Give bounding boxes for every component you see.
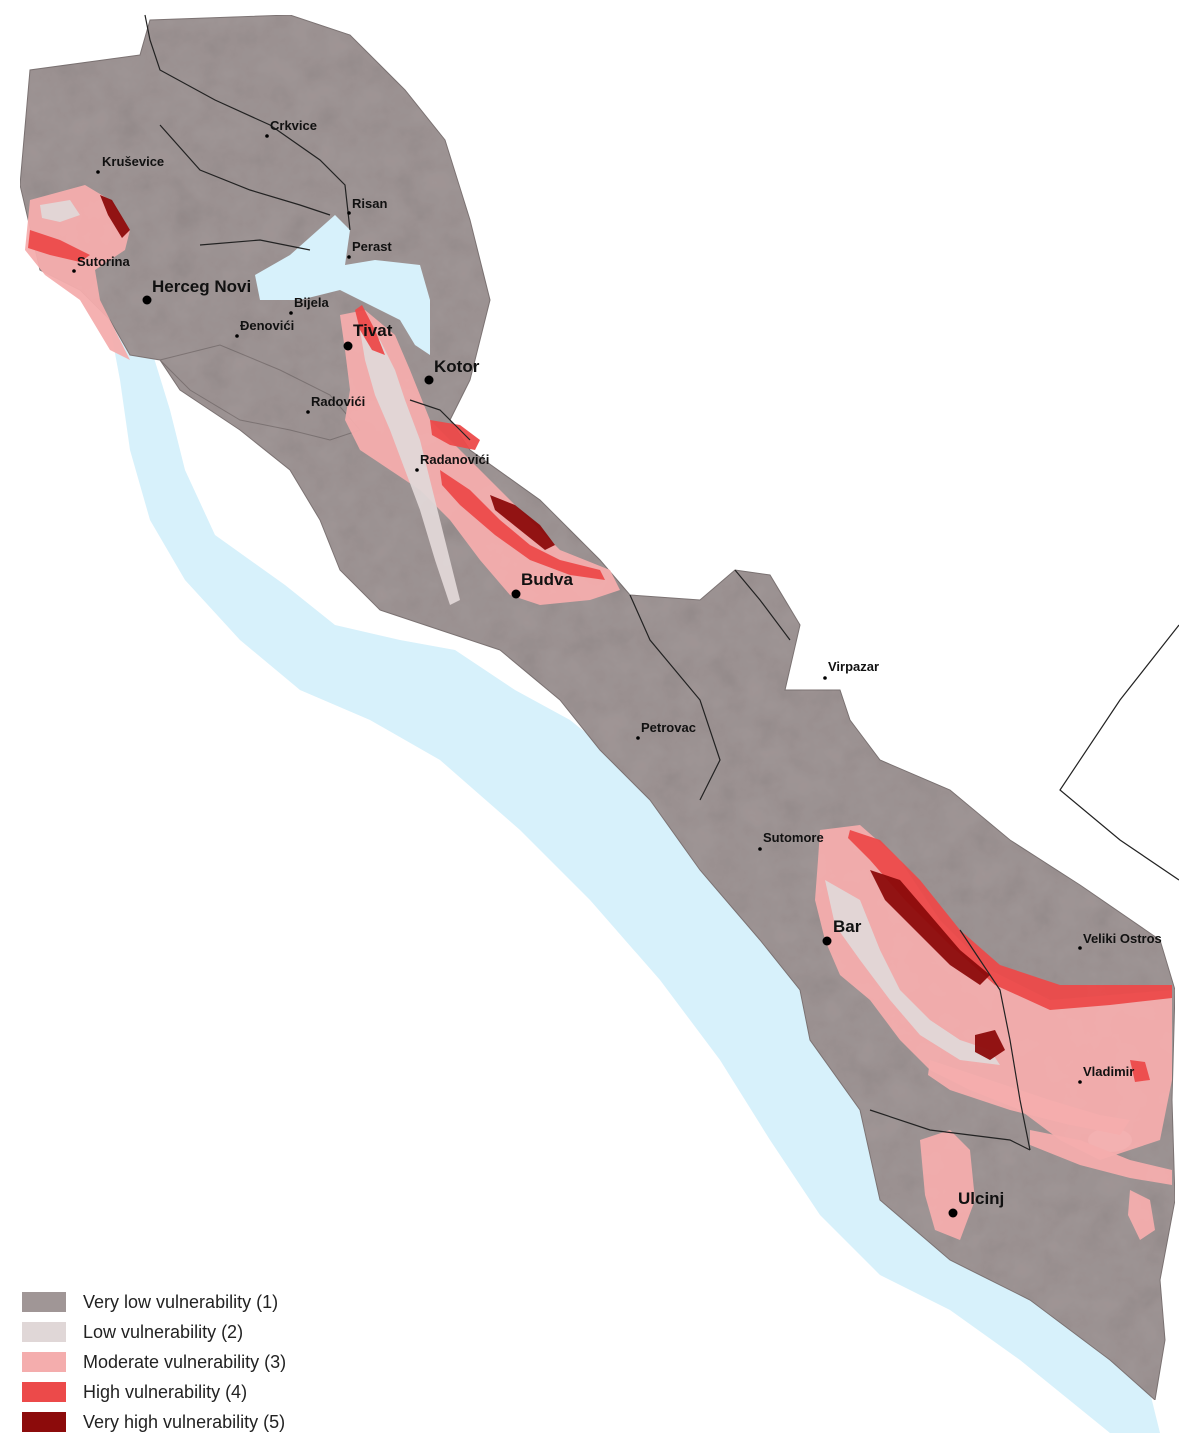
- zone-moderate: [920, 1130, 975, 1240]
- zone-high: [430, 420, 480, 450]
- place-label-tivat: Tivat: [353, 321, 393, 340]
- legend-item-high: High vulnerability (4): [22, 1377, 342, 1407]
- place-marker-ulcinj: [948, 1208, 958, 1218]
- place-marker-kotor: [424, 375, 434, 385]
- place-marker-vladimir: [1078, 1080, 1082, 1084]
- place-marker-petrovac: [636, 736, 640, 740]
- legend-label: High vulnerability (4): [83, 1381, 248, 1402]
- place-marker-veliki-ostros: [1078, 946, 1082, 950]
- zone-low: [40, 200, 80, 222]
- place-label-risan: Risan: [352, 196, 387, 211]
- place-marker-crkvice: [265, 134, 269, 138]
- place-label-petrovac: Petrovac: [641, 720, 696, 735]
- place-marker-sutomore: [758, 847, 762, 851]
- place-labels: CrkviceKruševiceRisanPerastSutorinaHerce…: [72, 118, 1162, 1218]
- place-marker-krusevice: [96, 170, 100, 174]
- zone-moderate: [340, 310, 620, 605]
- place-label-ulcinj: Ulcinj: [958, 1189, 1004, 1208]
- zone-very-high: [490, 495, 555, 550]
- zone-very-high: [100, 195, 130, 238]
- place-marker-denovici: [235, 334, 239, 338]
- place-label-radovici: Radovići: [311, 394, 365, 409]
- legend-swatch: [22, 1322, 66, 1342]
- legend-label: Low vulnerability (2): [83, 1321, 244, 1342]
- legend-swatch: [22, 1352, 66, 1372]
- place-label-vladimir: Vladimir: [1083, 1064, 1134, 1079]
- zone-low: [825, 880, 1000, 1065]
- place-marker-radanovici: [415, 468, 419, 472]
- place-label-bijela: Bijela: [294, 295, 329, 310]
- vulnerability-zones: [25, 185, 1172, 1240]
- place-marker-radovici: [306, 410, 310, 414]
- place-marker-virpazar: [823, 676, 827, 680]
- legend-label: Moderate vulnerability (3): [83, 1351, 287, 1372]
- place-label-virpazar: Virpazar: [828, 659, 879, 674]
- zone-moderate: [1030, 1130, 1172, 1185]
- zone-moderate: [25, 185, 130, 360]
- legend-item-moderate: Moderate vulnerability (3): [22, 1347, 342, 1377]
- land-very-low: [19, 14, 1176, 1401]
- zone-high: [355, 305, 385, 355]
- place-label-sutomore: Sutomore: [763, 830, 824, 845]
- legend-item-very-low: Very low vulnerability (1): [22, 1287, 342, 1317]
- legend-item-low: Low vulnerability (2): [22, 1317, 342, 1347]
- place-label-crkvice: Crkvice: [270, 118, 317, 133]
- zone-moderate: [928, 1060, 1130, 1135]
- zone-high: [28, 230, 90, 262]
- place-marker-budva: [511, 589, 521, 599]
- zone-moderate: [1128, 1190, 1155, 1240]
- place-marker-bijela: [289, 311, 293, 315]
- zone-low: [360, 330, 460, 605]
- place-marker-tivat: [343, 341, 353, 351]
- legend-swatch: [22, 1412, 66, 1432]
- place-marker-sutorina: [72, 269, 76, 273]
- place-label-veliki-ostros: Veliki Ostros: [1083, 931, 1162, 946]
- place-label-perast: Perast: [352, 239, 392, 254]
- place-label-bar: Bar: [833, 917, 862, 936]
- boundaries: [144, 14, 1179, 1151]
- place-label-denovici: Đenovići: [240, 318, 294, 333]
- legend-label: Very low vulnerability (1): [83, 1291, 279, 1312]
- place-marker-risan: [347, 211, 351, 215]
- place-label-radanovici: Radanovići: [420, 452, 489, 467]
- place-label-sutorina: Sutorina: [77, 254, 130, 269]
- zone-high: [440, 470, 605, 580]
- legend-label: Very high vulnerability (5): [83, 1411, 286, 1432]
- place-label-kotor: Kotor: [434, 357, 480, 376]
- place-marker-herceg-novi: [142, 295, 152, 305]
- zone-very-high: [975, 1030, 1005, 1060]
- place-label-budva: Budva: [521, 570, 574, 589]
- place-label-krusevice: Kruševice: [102, 154, 164, 169]
- zone-very-high: [870, 870, 990, 985]
- zone-high: [1130, 1060, 1150, 1082]
- place-marker-bar: [822, 936, 832, 946]
- legend-item-very-high: Very high vulnerability (5): [22, 1407, 342, 1437]
- zone-high: [848, 830, 1172, 1010]
- legend: Very low vulnerability (1) Low vulnerabi…: [22, 1287, 342, 1437]
- place-label-herceg-novi: Herceg Novi: [152, 277, 251, 296]
- sea-area: [105, 300, 1160, 1433]
- place-marker-perast: [347, 255, 351, 259]
- legend-swatch: [22, 1382, 66, 1402]
- legend-swatch: [22, 1292, 66, 1312]
